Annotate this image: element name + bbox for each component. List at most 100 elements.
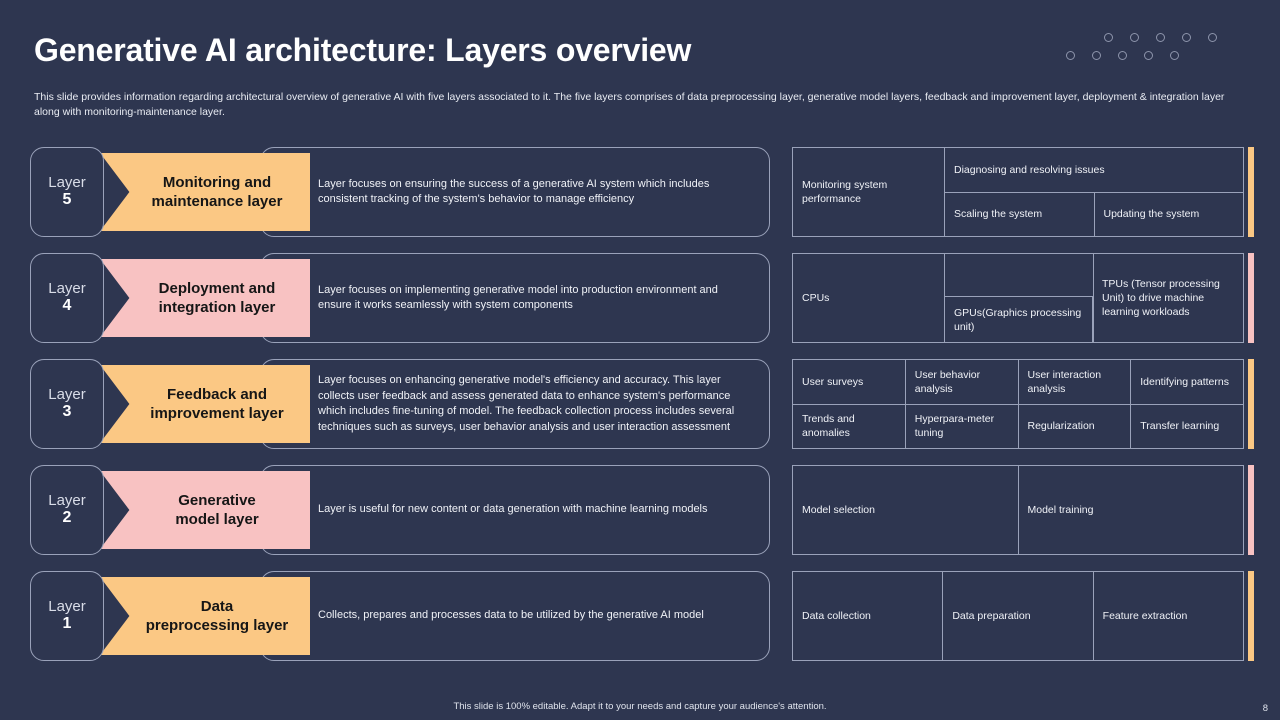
layer-3-badge[interactable]: Layer 3: [30, 359, 104, 449]
layer-2-label-line2: model layer: [175, 511, 259, 528]
circle-outline-icon: [1144, 51, 1153, 60]
layer-4-table-wrap: CPUs GPUs(Graphics processing unit) TPUs…: [792, 253, 1254, 343]
table-cell: User behavior analysis: [906, 360, 1019, 404]
table-cell: TPUs (Tensor processing Unit) to drive m…: [1102, 278, 1220, 318]
layer-2-label-line1: Generative: [178, 492, 256, 509]
layer-1-description-text: Collects, prepares and processes data to…: [318, 609, 704, 622]
table-divider: [1093, 254, 1094, 342]
layer-5-badge[interactable]: Layer 5: [30, 147, 104, 237]
table-cell: Scaling the system: [945, 192, 1095, 236]
layer-row-4: Layer focuses on implementing generative…: [0, 253, 1280, 343]
circle-outline-icon: [1156, 33, 1165, 42]
layer-3-badge-number: 3: [62, 403, 72, 421]
layer-2-table: Model selection Model training: [792, 465, 1244, 555]
layer-1-badge-word: Layer: [48, 598, 86, 616]
circle-outline-icon: [1092, 51, 1101, 60]
layer-4-badge[interactable]: Layer 4: [30, 253, 104, 343]
table-cell: Trends and anomalies: [793, 404, 906, 448]
circle-outline-icon: [1104, 33, 1113, 42]
layer-row-2: Layer is useful for new content or data …: [0, 465, 1280, 555]
layer-3-label-line1: Feedback and: [166, 386, 268, 403]
layer-5-badge-word: Layer: [48, 174, 86, 192]
layer-3-label: Feedback and improvement layer: [126, 385, 283, 423]
layer-3-chevron[interactable]: Feedback and improvement layer: [100, 365, 310, 443]
circle-outline-icon: [1066, 51, 1075, 60]
circle-outline-icon: [1182, 33, 1191, 42]
layer-1-chevron[interactable]: Data preprocessing layer: [100, 577, 310, 655]
table-cell: Diagnosing and resolving issues: [945, 148, 1243, 193]
layer-5-description-box: Layer focuses on ensuring the success of…: [260, 147, 770, 237]
table-cell: Updating the system: [1103, 208, 1200, 221]
table-cell: CPUs: [793, 254, 945, 342]
table-cell: Data preparation: [943, 572, 1094, 660]
page-title: Generative AI architecture: Layers overv…: [34, 32, 692, 68]
table-cell: Model training: [1027, 504, 1094, 516]
layer-1-description-box: Collects, prepares and processes data to…: [260, 571, 770, 661]
layer-2-label: Generative model layer: [151, 491, 258, 529]
layer-1-table-wrap: Data collection Data preparation Feature…: [792, 571, 1254, 661]
layer-4-label: Deployment and integration layer: [135, 279, 276, 317]
layer-5-table-wrap: Monitoring system performance Diagnosing…: [792, 147, 1254, 237]
circle-outline-icon: [1208, 33, 1217, 42]
table-cell: Model selection: [793, 466, 1019, 554]
layer-4-badge-word: Layer: [48, 280, 86, 298]
layer-5-label: Monitoring and maintenance layer: [128, 173, 283, 211]
layer-4-accent-bar: [1248, 253, 1254, 343]
layer-2-table-wrap: Model selection Model training: [792, 465, 1254, 555]
layer-4-badge-number: 4: [62, 297, 72, 315]
layer-5-description-text: Layer focuses on ensuring the success of…: [318, 177, 710, 206]
layer-1-badge-number: 1: [62, 615, 72, 633]
table-cell: Identifying patterns: [1140, 375, 1229, 388]
dot-row-bottom: [1066, 51, 1254, 60]
layer-3-badge-word: Layer: [48, 386, 86, 404]
layer-2-badge-number: 2: [62, 509, 72, 527]
layer-2-badge[interactable]: Layer 2: [30, 465, 104, 555]
circle-outline-icon: [1118, 51, 1127, 60]
circle-outline-icon: [1130, 33, 1139, 42]
layer-5-label-line2: maintenance layer: [151, 193, 283, 210]
table-cell: Hyperpara-meter tuning: [906, 404, 1019, 448]
layer-2-description-text: Layer is useful for new content or data …: [318, 503, 708, 516]
layer-2-description-box: Layer is useful for new content or data …: [260, 465, 770, 555]
slide-description: This slide provides information regardin…: [34, 91, 1225, 118]
layer-5-left-cluster: Layer focuses on ensuring the success of…: [30, 147, 770, 237]
layer-5-badge-number: 5: [62, 191, 72, 209]
table-cell: Regularization: [1019, 404, 1132, 448]
table-cell: User surveys: [793, 360, 906, 404]
layer-1-label-line2: preprocessing layer: [145, 617, 289, 634]
table-cell: User interaction analysis: [1019, 360, 1132, 404]
layer-5-chevron[interactable]: Monitoring and maintenance layer: [100, 153, 310, 231]
layer-3-accent-bar: [1248, 359, 1254, 449]
layer-5-accent-bar: [1248, 147, 1254, 237]
table-subrow: Scaling the system Updating the system: [945, 192, 1243, 236]
page-number: 8: [1262, 703, 1268, 714]
layer-3-label-line2: improvement layer: [150, 405, 284, 422]
table-cell: Transfer learning: [1140, 420, 1220, 433]
layer-3-table-wrap: User surveys User behavior analysis User…: [792, 359, 1254, 449]
layer-1-label-line1: Data: [200, 598, 234, 615]
table-row: Trends and anomalies Hyperpara-meter tun…: [793, 404, 1243, 448]
layer-2-chevron[interactable]: Generative model layer: [100, 471, 310, 549]
layer-row-3: Layer focuses on enhancing generative mo…: [0, 359, 1280, 449]
layer-3-table: User surveys User behavior analysis User…: [792, 359, 1244, 449]
table-cell: Monitoring system performance: [793, 148, 945, 236]
layer-3-description-text: Layer focuses on enhancing generative mo…: [318, 374, 735, 433]
layer-1-accent-bar: [1248, 571, 1254, 661]
layer-3-left-cluster: Layer focuses on enhancing generative mo…: [30, 359, 770, 449]
layer-3-description-box: Layer focuses on enhancing generative mo…: [260, 359, 770, 449]
table-row: User surveys User behavior analysis User…: [793, 360, 1243, 405]
layer-4-description-text: Layer focuses on implementing generative…: [318, 283, 718, 312]
layer-2-badge-word: Layer: [48, 492, 86, 510]
layer-4-left-cluster: Layer focuses on implementing generative…: [30, 253, 770, 343]
layer-1-badge[interactable]: Layer 1: [30, 571, 104, 661]
decorative-dots: [1066, 33, 1254, 77]
circle-outline-icon: [1170, 51, 1179, 60]
layer-4-table: CPUs GPUs(Graphics processing unit) TPUs…: [792, 253, 1244, 343]
footer-note: This slide is 100% editable. Adapt it to…: [453, 701, 827, 712]
layer-4-chevron[interactable]: Deployment and integration layer: [100, 259, 310, 337]
layer-4-label-line1: Deployment and: [158, 280, 276, 297]
table-cell: GPUs(Graphics processing unit): [945, 296, 1093, 342]
layer-5-label-line1: Monitoring and: [162, 174, 272, 191]
layer-row-5: Layer focuses on ensuring the success of…: [0, 147, 1280, 237]
layer-4-label-line2: integration layer: [158, 299, 276, 316]
